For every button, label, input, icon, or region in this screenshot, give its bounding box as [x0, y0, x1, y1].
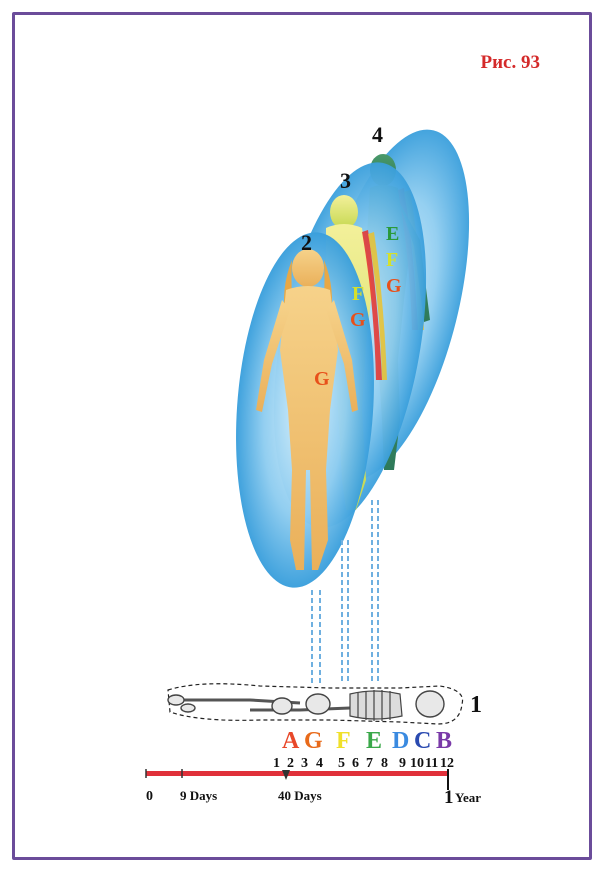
- month-tick-6: 6: [352, 756, 359, 771]
- month-tick-10: 10: [410, 756, 424, 771]
- letter-row-e: E: [366, 728, 382, 754]
- body4-letter-g: G: [386, 275, 402, 297]
- month-tick-7: 7: [366, 756, 373, 771]
- stage-number-1: 1: [470, 692, 482, 718]
- letter-row: A G F E D C B: [282, 728, 452, 754]
- month-ticks: 1 2 3 4 5 6 7 8 9 10 11 12: [273, 756, 454, 771]
- skeleton: [168, 684, 463, 724]
- month-tick-3: 3: [301, 756, 308, 771]
- stage-number-4: 4: [372, 122, 383, 147]
- month-tick-12: 12: [440, 756, 454, 771]
- month-tick-5: 5: [338, 756, 345, 771]
- body4-letter-f: F: [386, 249, 398, 271]
- letter-row-b: B: [436, 728, 452, 754]
- letter-row-c: C: [414, 728, 431, 754]
- body4-letter-e: E: [386, 223, 399, 245]
- month-tick-2: 2: [287, 756, 294, 771]
- month-tick-9: 9: [399, 756, 406, 771]
- month-tick-8: 8: [381, 756, 388, 771]
- letter-row-a: A: [282, 728, 300, 754]
- timeline-bar: [146, 771, 448, 776]
- timeline-label-zero: 0: [146, 789, 153, 804]
- body3-letter-g: G: [350, 309, 366, 331]
- timeline-label-9days: 9 Days: [180, 788, 217, 803]
- body3-letter-f: F: [352, 283, 364, 305]
- month-tick-1: 1: [273, 756, 280, 771]
- letter-row-f: F: [336, 728, 351, 754]
- letter-row-d: D: [392, 728, 409, 754]
- stage-number-3: 3: [340, 168, 351, 193]
- month-tick-4: 4: [316, 756, 323, 771]
- body2-letter-g: G: [314, 368, 330, 390]
- timeline-label-year: Year: [455, 790, 481, 805]
- timeline-label-40days: 40 Days: [278, 788, 322, 803]
- letter-row-g: G: [304, 728, 323, 754]
- month-tick-11: 11: [425, 756, 438, 771]
- stage-number-2: 2: [301, 230, 312, 255]
- timeline-label-one: 1: [444, 787, 454, 808]
